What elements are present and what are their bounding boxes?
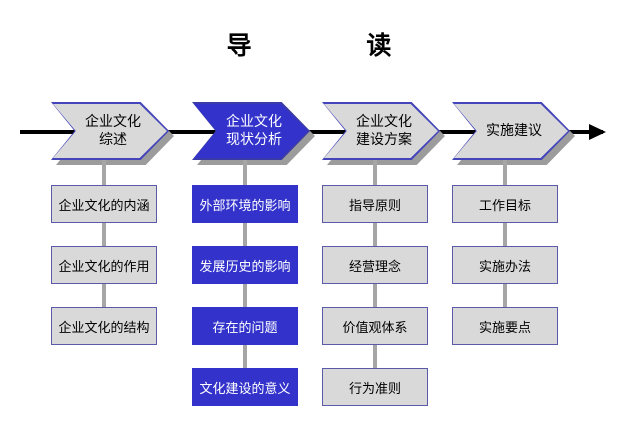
connector-line — [373, 223, 377, 246]
connector-line — [102, 284, 106, 307]
stage-chevron-fill: 企业文化 现状分析 — [194, 104, 308, 158]
node-box[interactable]: 存在的问题 — [192, 307, 298, 345]
process-flow-arrowhead-icon — [589, 124, 606, 140]
connector-line — [243, 345, 247, 368]
stage-chevron-4[interactable]: 实施建议 — [452, 102, 575, 165]
process-flow-arrow-line — [20, 130, 603, 134]
connector-line — [102, 223, 106, 246]
node-box[interactable]: 外部环境的影响 — [192, 185, 298, 223]
stage-chevron-3[interactable]: 企业文化 建设方案 — [322, 102, 445, 165]
stage-chevron-fill: 企业文化 建设方案 — [324, 104, 438, 158]
stage-chevron-label: 实施建议 — [486, 123, 542, 139]
node-box[interactable]: 发展历史的影响 — [192, 246, 298, 284]
stage-chevron-label: 企业文化 现状分析 — [226, 114, 282, 148]
connector-line — [243, 160, 247, 185]
node-box[interactable]: 价值观体系 — [322, 307, 428, 345]
node-box[interactable]: 实施要点 — [452, 307, 558, 345]
page-title: 导 读 — [226, 31, 408, 60]
node-box[interactable]: 指导原则 — [322, 185, 428, 223]
node-box[interactable]: 行为准则 — [322, 368, 428, 406]
stage-chevron-fill: 实施建议 — [454, 104, 568, 158]
stage-chevron-shape: 企业文化 综述 — [51, 102, 169, 160]
node-box[interactable]: 工作目标 — [452, 185, 558, 223]
stage-chevron-shape: 企业文化 现状分析 — [192, 102, 310, 160]
connector-line — [373, 284, 377, 307]
connector-line — [243, 223, 247, 246]
node-box[interactable]: 经营理念 — [322, 246, 428, 284]
connector-line — [373, 345, 377, 368]
stage-chevron-fill: 企业文化 综述 — [53, 104, 167, 158]
connector-line — [243, 284, 247, 307]
connector-line — [373, 160, 377, 185]
connector-line — [102, 160, 106, 185]
node-box[interactable]: 文化建设的意义 — [192, 368, 298, 406]
stage-chevron-1[interactable]: 企业文化 综述 — [51, 102, 174, 165]
stage-chevron-label: 企业文化 综述 — [85, 114, 141, 148]
stage-chevron-label: 企业文化 建设方案 — [356, 114, 412, 148]
connector-line — [503, 160, 507, 185]
node-box[interactable]: 企业文化的结构 — [51, 307, 157, 345]
node-box[interactable]: 企业文化的作用 — [51, 246, 157, 284]
stage-chevron-2[interactable]: 企业文化 现状分析 — [192, 102, 315, 165]
connector-line — [503, 223, 507, 246]
node-box[interactable]: 实施办法 — [452, 246, 558, 284]
node-box[interactable]: 企业文化的内涵 — [51, 185, 157, 223]
connector-line — [503, 284, 507, 307]
